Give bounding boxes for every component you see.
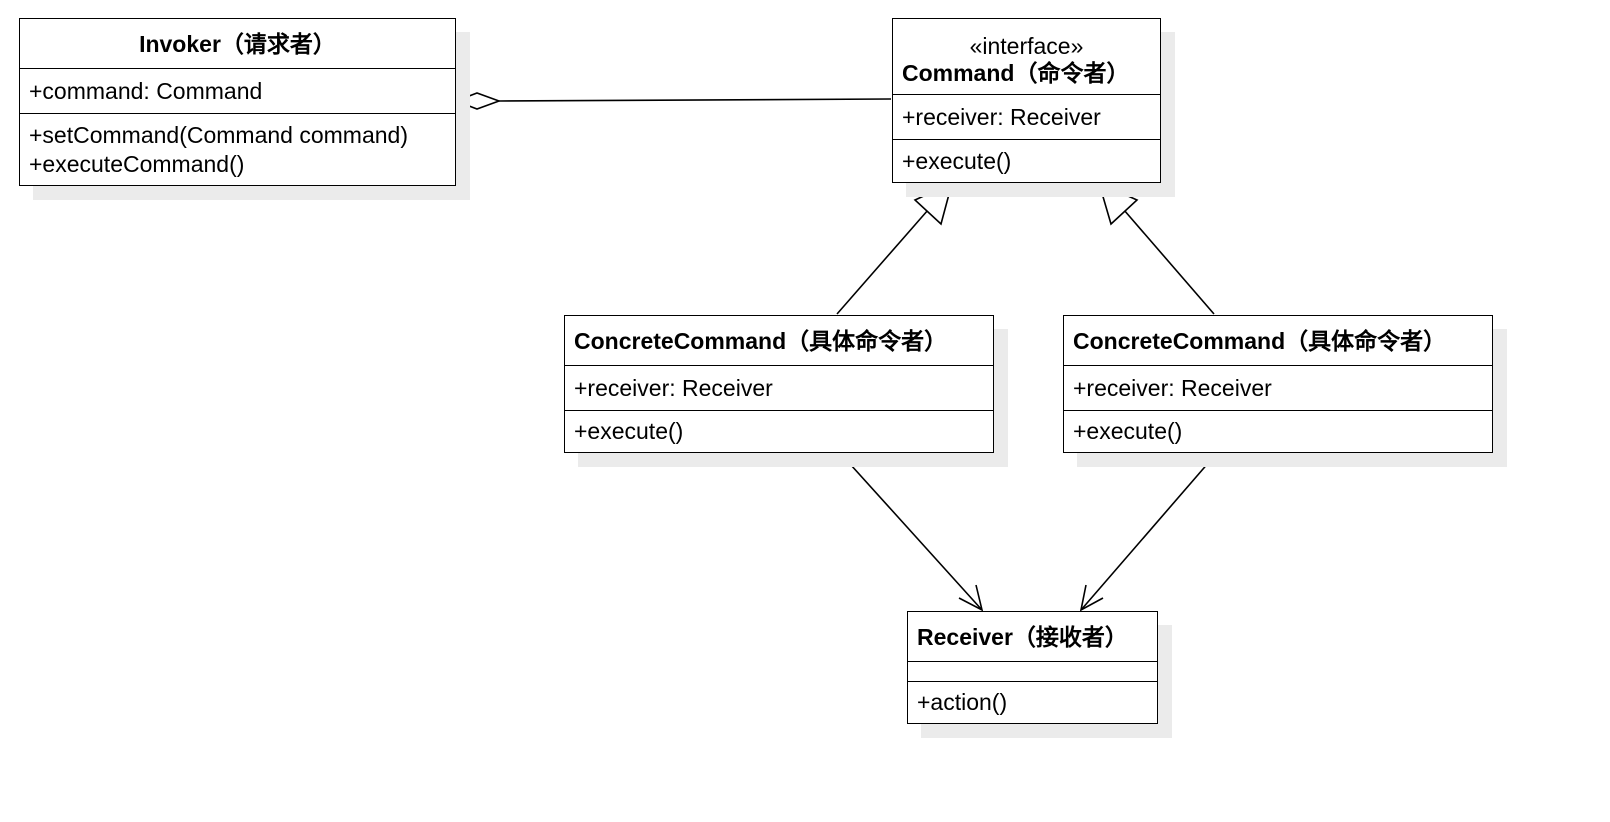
concrete-command-1-operations: +execute() <box>565 411 993 452</box>
concrete-command-class-1[interactable]: ConcreteCommand（具体命令者） +receiver: Receiv… <box>564 315 994 453</box>
concrete-command-2-attribute: +receiver: Receiver <box>1073 374 1272 401</box>
concrete-command-2-name: ConcreteCommand（具体命令者） <box>1073 327 1447 354</box>
concrete-command-2-operations: +execute() <box>1064 411 1492 452</box>
realization-edge-2 <box>1123 209 1215 315</box>
command-operation: +execute() <box>902 147 1012 174</box>
invoker-attributes: +command: Command <box>20 69 455 114</box>
receiver-operations: +action() <box>908 682 1157 723</box>
command-interface-name: Command（命令者） <box>902 59 1130 86</box>
command-operations: +execute() <box>893 140 1160 182</box>
realization-triangle-icon-2 <box>1097 181 1139 226</box>
concrete-command-1-header: ConcreteCommand（具体命令者） <box>565 316 993 366</box>
concrete-command-1-attributes: +receiver: Receiver <box>565 366 993 411</box>
association-arrowhead-icon-2 <box>1079 584 1104 612</box>
aggregation-diamond-icon <box>453 92 502 110</box>
aggregation-edge <box>498 98 892 102</box>
command-stereotype: «interface» <box>969 32 1084 59</box>
invoker-attribute: +command: Command <box>29 77 263 104</box>
command-interface-header: «interface» Command（命令者） <box>893 19 1160 95</box>
invoker-class-name: Invoker（请求者） <box>139 30 336 57</box>
concrete-command-2-header: ConcreteCommand（具体命令者） <box>1064 316 1492 366</box>
invoker-operations: +setCommand(Command command) +executeCom… <box>20 114 455 185</box>
association-edge-2 <box>1080 453 1217 611</box>
receiver-class-header: Receiver（接收者） <box>908 612 1157 662</box>
receiver-operation: +action() <box>917 689 1008 715</box>
concrete-command-1-name: ConcreteCommand（具体命令者） <box>574 327 948 354</box>
association-edge-1 <box>840 453 983 611</box>
realization-triangle-icon-1 <box>913 181 954 226</box>
receiver-class-name: Receiver（接收者） <box>917 623 1128 650</box>
concrete-command-1-attribute: +receiver: Receiver <box>574 374 773 401</box>
association-arrowhead-icon-1 <box>958 584 984 612</box>
concrete-command-class-2[interactable]: ConcreteCommand（具体命令者） +receiver: Receiv… <box>1063 315 1493 453</box>
invoker-class-header: Invoker（请求者） <box>20 19 455 69</box>
command-attributes: +receiver: Receiver <box>893 95 1160 140</box>
command-attribute: +receiver: Receiver <box>902 103 1101 130</box>
command-interface[interactable]: «interface» Command（命令者） +receiver: Rece… <box>892 18 1161 183</box>
invoker-operation: +executeCommand() <box>29 150 245 177</box>
concrete-command-2-attributes: +receiver: Receiver <box>1064 366 1492 411</box>
invoker-class[interactable]: Invoker（请求者） +command: Command +setComma… <box>19 18 456 186</box>
concrete-command-1-operation: +execute() <box>574 418 684 444</box>
invoker-operation: +setCommand(Command command) <box>29 121 408 148</box>
realization-edge-1 <box>836 209 929 315</box>
concrete-command-2-operation: +execute() <box>1073 418 1183 444</box>
receiver-attributes <box>908 662 1157 682</box>
receiver-class[interactable]: Receiver（接收者） +action() <box>907 611 1158 724</box>
